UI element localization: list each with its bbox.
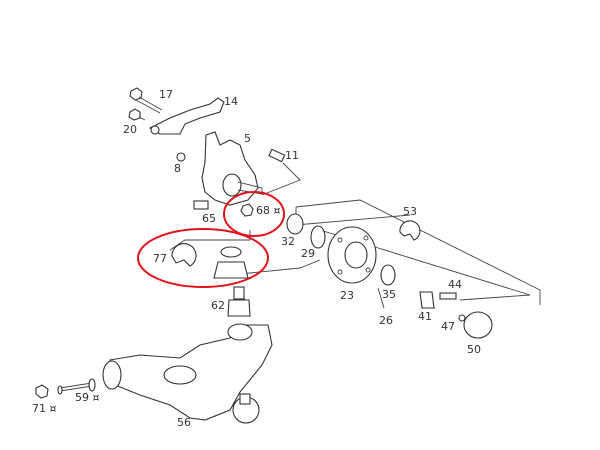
part-17-bolt	[129, 87, 163, 114]
label-77[interactable]: 77	[153, 252, 167, 265]
part-29-bearing	[310, 225, 326, 249]
part-26-stud	[377, 287, 385, 309]
label-53[interactable]: 53	[403, 205, 417, 218]
part-50-cap	[463, 311, 493, 339]
part-62-ball-joint	[227, 286, 251, 317]
part-68-nut	[240, 203, 254, 217]
part-56-lower-control-arm	[102, 323, 273, 424]
part-11	[268, 148, 286, 163]
label-65[interactable]: 65	[202, 212, 216, 225]
label-8[interactable]: 8	[174, 162, 181, 175]
part-labels: 17 14 20 5 8 11 65 68 ¤ 32 29 53 77 23 3…	[32, 88, 481, 429]
label-41[interactable]: 41	[418, 310, 432, 323]
label-11[interactable]: 11	[285, 149, 299, 162]
label-14[interactable]: 14	[224, 95, 238, 108]
part-14-link	[148, 97, 225, 135]
part-23-hub	[327, 226, 377, 284]
part-59-bolt	[57, 378, 96, 395]
label-44[interactable]: 44	[448, 278, 462, 291]
label-23[interactable]: 23	[340, 289, 354, 302]
part-44-bolt	[439, 292, 457, 300]
part-32-seal	[286, 213, 304, 235]
part-77-tool	[171, 243, 197, 267]
label-50[interactable]: 50	[467, 343, 481, 356]
label-5[interactable]: 5	[244, 132, 251, 145]
label-17[interactable]: 17	[159, 88, 173, 101]
part-20-bolt	[128, 108, 146, 121]
label-26[interactable]: 26	[379, 314, 393, 327]
highlight-circle-68	[223, 191, 285, 237]
part-8	[176, 152, 186, 162]
label-59[interactable]: 59 ¤	[75, 391, 100, 404]
part-5-knuckle	[201, 131, 259, 206]
label-56[interactable]: 56	[177, 416, 191, 429]
label-47[interactable]: 47	[441, 320, 455, 333]
label-29[interactable]: 29	[301, 247, 315, 260]
part-14-eye	[150, 125, 160, 135]
label-20[interactable]: 20	[123, 123, 137, 136]
part-47	[458, 314, 466, 322]
part-35-bearing	[380, 264, 396, 286]
part-5-spindle	[222, 173, 242, 197]
ball-joint-boot	[213, 246, 249, 279]
part-53-tool	[399, 220, 421, 241]
part-71-nut	[35, 384, 49, 399]
label-68[interactable]: 68 ¤	[256, 204, 281, 217]
part-41-clamp	[419, 291, 435, 309]
part-65-bolt	[193, 200, 209, 210]
highlight-circle-77	[137, 228, 269, 288]
label-71[interactable]: 71 ¤	[32, 402, 57, 415]
label-62[interactable]: 62	[211, 299, 225, 312]
label-32[interactable]: 32	[281, 235, 295, 248]
label-35[interactable]: 35	[382, 288, 396, 301]
